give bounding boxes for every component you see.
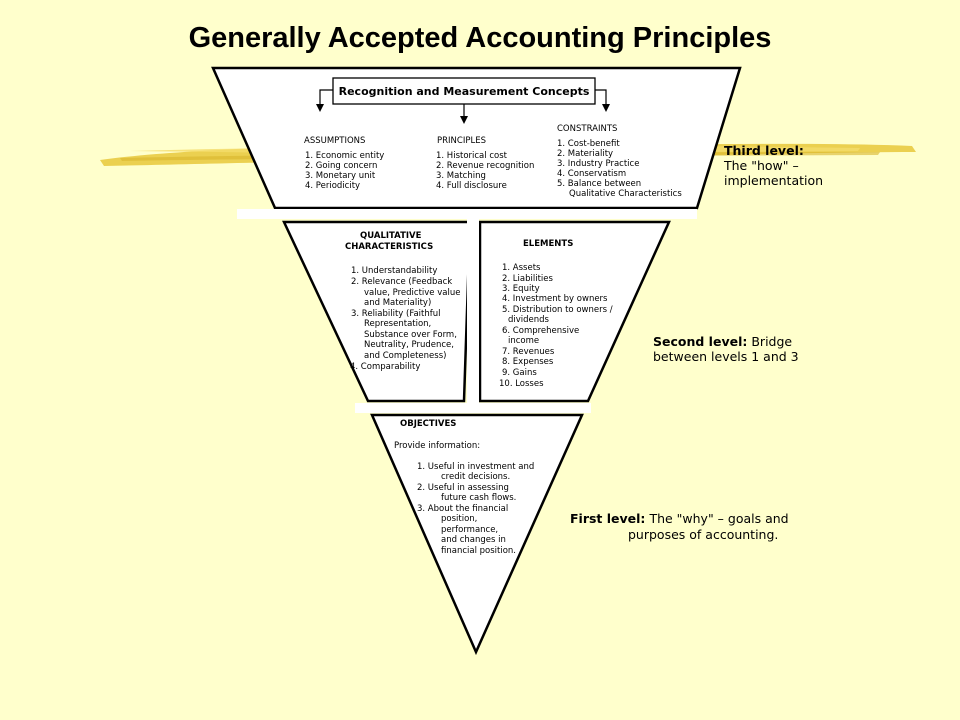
elements-heading: ELEMENTS [523, 239, 573, 249]
concept-arrows [319, 89, 607, 116]
second-level-label: Second level: [653, 334, 747, 349]
qualitative-item: Neutrality, Prudence, [364, 340, 454, 350]
constraint-item: 2. Materiality [557, 149, 613, 159]
qualitative-item: 4. Comparability [350, 362, 420, 372]
qualitative-item: value, Predictive value [364, 288, 460, 298]
qualitative-item: and Completeness) [364, 351, 446, 361]
constraint-item: 1. Cost-benefit [557, 139, 620, 149]
assumption-item: 3. Monetary unit [305, 171, 376, 181]
assumption-item: 4. Periodicity [305, 181, 360, 191]
constraint-item: 4. Conservatism [557, 169, 626, 179]
qualitative-item: Substance over Form, [364, 330, 457, 340]
element-item: 5. Distribution to owners / [502, 305, 613, 315]
qualitative-item: Representation, [364, 319, 431, 329]
element-item: 10. Losses [499, 379, 544, 389]
third-level-label: Third level: [724, 143, 804, 158]
constraints-heading: CONSTRAINTS [557, 124, 617, 134]
qualitative-item: 2. Relevance (Feedback [351, 277, 452, 287]
objective-item: 3. About the financial [417, 504, 508, 514]
arrow-down-icon [602, 104, 610, 112]
element-item: 3. Equity [502, 284, 540, 294]
assumption-item: 2. Going concern [305, 161, 377, 171]
element-item: 4. Investment by owners [502, 294, 608, 304]
constraint-item: 5. Balance between [557, 179, 641, 189]
qualitative-item: 1. Understandability [351, 266, 437, 276]
first-level-section: OBJECTIVES Provide information: 1. Usefu… [370, 413, 584, 656]
objective-item: 2. Useful in assessing [417, 483, 509, 493]
arrow-down-icon [316, 104, 324, 112]
objectives-heading: OBJECTIVES [400, 419, 456, 429]
arrow-down-icon [460, 116, 468, 124]
first-level-line1: The "why" – goals and [648, 511, 788, 526]
first-level-line2: purposes of accounting. [628, 527, 778, 542]
objective-item: performance, [441, 525, 498, 535]
concepts-box-title: Recognition and Measurement Concepts [339, 85, 590, 98]
objective-item: financial position. [441, 546, 516, 556]
constraint-item: 3. Industry Practice [557, 159, 639, 169]
objective-item: 1. Useful in investment and [417, 462, 534, 472]
principle-item: 2. Revenue recognition [436, 161, 534, 171]
objective-item: position, [441, 514, 477, 524]
second-level-line2: between levels 1 and 3 [653, 349, 799, 364]
third-level-line1: The "how" – [723, 158, 799, 173]
first-level-text: First level:The "why" – goals and [570, 511, 789, 526]
third-level-line2: implementation [724, 173, 823, 188]
element-item: income [508, 336, 539, 346]
third-level-section: Recognition and Measurement Concepts ASS… [211, 66, 742, 219]
qualitative-item: and Materiality) [364, 298, 431, 308]
element-item: 7. Revenues [502, 347, 555, 357]
first-level-label: First level: [570, 511, 645, 526]
element-item: 9. Gains [502, 368, 537, 378]
principle-item: 4. Full disclosure [436, 181, 507, 191]
second-level-text: Second level: Bridge [653, 334, 792, 349]
objective-item: future cash flows. [441, 493, 516, 503]
qualitative-heading: CHARACTERISTICS [345, 242, 433, 252]
level-labels: Third level: The "how" – implementation … [570, 143, 823, 542]
element-item: 6. Comprehensive [502, 326, 579, 336]
element-item: 1. Assets [502, 263, 541, 273]
principle-item: 3. Matching [436, 171, 486, 181]
assumptions-heading: ASSUMPTIONS [304, 136, 365, 146]
second-level-section: QUALITATIVE CHARACTERISTICS 1. Understan… [282, 212, 671, 413]
qualitative-item: 3. Reliability (Faithful [351, 309, 441, 319]
objectives-intro: Provide information: [394, 441, 480, 451]
objective-item: credit decisions. [441, 472, 510, 482]
element-item: 8. Expenses [502, 357, 554, 367]
assumption-item: 1. Economic entity [305, 151, 384, 161]
element-item: dividends [508, 315, 550, 325]
objective-item: and changes in [441, 535, 506, 545]
principle-item: 1. Historical cost [436, 151, 508, 161]
page-title: Generally Accepted Accounting Principles [188, 22, 772, 54]
qualitative-heading: QUALITATIVE [360, 231, 422, 241]
principles-heading: PRINCIPLES [437, 136, 486, 146]
constraint-item: Qualitative Characteristics [569, 189, 682, 199]
second-level-line1: Bridge [751, 334, 792, 349]
element-item: 2. Liabilities [502, 274, 554, 284]
